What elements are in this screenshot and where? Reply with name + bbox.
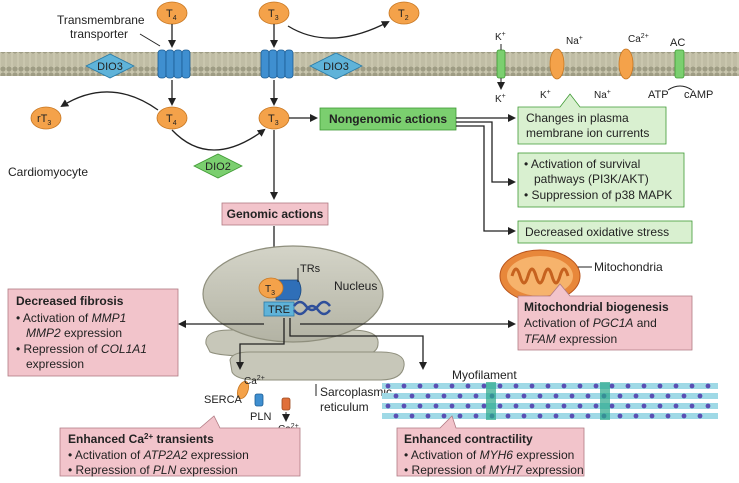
svg-text:T4: T4 <box>166 8 177 22</box>
biogenesis-box: Mitochondrial biogenesis Activation of P… <box>517 283 693 351</box>
svg-text:membrane ion currents: membrane ion currents <box>526 126 649 140</box>
t4-intracellular: T4 <box>156 106 188 130</box>
myofilament <box>382 382 718 420</box>
adenylyl-cyclase: AC ATP cAMP <box>648 37 713 101</box>
nongenomic-title: Nongenomic actions <box>329 112 447 126</box>
svg-text:ATP: ATP <box>648 89 669 101</box>
calcium-transients-box: Enhanced Ca2+ transients • Activation of… <box>59 415 301 477</box>
svg-text:Mitochondrial biogenesis: Mitochondrial biogenesis <box>524 300 669 314</box>
ion-currents-box: Changes in plasma membrane ion currents <box>517 93 667 145</box>
svg-text:TFAM expression: TFAM expression <box>524 332 617 346</box>
svg-text:T3: T3 <box>268 8 279 22</box>
svg-text:expression: expression <box>26 357 84 371</box>
k-channel: K+ K+ <box>495 31 506 105</box>
svg-text:Decreased oxidative stress: Decreased oxidative stress <box>525 225 669 239</box>
svg-text:K+: K+ <box>495 93 506 105</box>
svg-text:Enhanced contractility: Enhanced contractility <box>404 432 533 446</box>
dna-helix <box>293 300 331 316</box>
t2-extracellular: T2 <box>388 1 420 25</box>
svg-text:TRE: TRE <box>268 304 290 316</box>
cell-label: Cardiomyocyte <box>8 165 88 179</box>
svg-text:AC: AC <box>670 37 685 49</box>
dio2-enzyme: DIO2 <box>193 153 243 179</box>
mitochondria-label: Mitochondria <box>594 260 663 274</box>
svg-text:• Repression of COL1A1: • Repression of COL1A1 <box>16 342 147 356</box>
svg-text:DIO2: DIO2 <box>205 161 231 173</box>
nongenomic-actions-box <box>319 107 457 131</box>
svg-text:• Repression of PLN expression: • Repression of PLN expression <box>68 463 238 477</box>
survival-box: • Activation of survival pathways (PI3K/… <box>517 152 685 208</box>
arrow-t4-to-rt3 <box>60 91 159 111</box>
t3-intracellular: T3 <box>258 106 290 130</box>
transporter-pointer <box>139 33 161 47</box>
rt3-intracellular: rT3 <box>30 106 62 130</box>
arrow-to-calcium <box>236 318 285 370</box>
arrow-to-survival <box>456 121 516 186</box>
svg-text:Na+: Na+ <box>594 89 611 101</box>
svg-text:Decreased fibrosis: Decreased fibrosis <box>16 294 124 308</box>
svg-text:T4: T4 <box>166 113 177 127</box>
fibrosis-box: Decreased fibrosis • Activation of MMP1 … <box>7 288 179 377</box>
svg-text:MMP2 expression: MMP2 expression <box>26 326 122 340</box>
svg-text:DIO3: DIO3 <box>97 61 123 73</box>
arrow-t4-to-t3 <box>171 128 266 151</box>
svg-text:• Activation of ATP2A2 express: • Activation of ATP2A2 expression <box>68 448 249 462</box>
pln-protein <box>254 393 264 407</box>
svg-text:rT3: rT3 <box>37 113 51 127</box>
svg-text:K+: K+ <box>540 89 551 101</box>
svg-text:Ca2+: Ca2+ <box>628 33 649 45</box>
myofilament-label: Myofilament <box>452 368 517 382</box>
genomic-title: Genomic actions <box>227 207 324 221</box>
na-ca-exchanger: Ca2+ Na+ <box>594 33 649 101</box>
nucleus-label: Nucleus <box>334 279 377 293</box>
svg-text:DIO3: DIO3 <box>323 61 349 73</box>
transmembrane-transporter-2 <box>260 49 294 79</box>
svg-text:Activation of PGC1A and: Activation of PGC1A and <box>524 316 657 330</box>
ryanodine-channel <box>281 397 291 422</box>
serca-pump <box>236 380 250 400</box>
svg-text:pathways (PI3K/AKT): pathways (PI3K/AKT) <box>534 172 649 186</box>
arrow-to-oxidative <box>456 125 516 235</box>
svg-text:T3: T3 <box>268 113 279 127</box>
transporter-label-line2: transporter <box>70 27 128 41</box>
na-k-exchanger: Na+ K+ <box>540 35 583 101</box>
svg-text:• Suppression of p38 MAPK: • Suppression of p38 MAPK <box>524 188 672 202</box>
svg-text:T3: T3 <box>265 284 275 297</box>
t3-bound: T3 <box>258 277 284 299</box>
svg-text:• Activation of survival: • Activation of survival <box>524 157 640 171</box>
pln-label: PLN <box>250 411 271 423</box>
t3-extracellular: T3 <box>258 1 290 25</box>
ca-label-serca: Ca2+ <box>244 375 265 387</box>
contractility-box: Enhanced contractility • Activation of M… <box>396 415 585 477</box>
svg-text:K+: K+ <box>495 31 506 43</box>
svg-text:Enhanced Ca2+ transients: Enhanced Ca2+ transients <box>68 432 214 446</box>
dio3-enzyme-left: DIO3 <box>85 53 135 79</box>
oxidative-stress-box: Decreased oxidative stress <box>517 220 693 244</box>
svg-text:• Repression of MYH7 expressio: • Repression of MYH7 expression <box>404 463 584 477</box>
svg-text:• Activation of MMP1: • Activation of MMP1 <box>16 311 126 325</box>
transmembrane-transporter-1 <box>157 49 191 79</box>
tre-element: TRE <box>263 301 295 317</box>
svg-text:Changes in plasma: Changes in plasma <box>526 111 629 125</box>
t4-extracellular: T4 <box>156 1 188 25</box>
sr-label-line2: reticulum <box>320 400 369 414</box>
trs-label: TRs <box>300 263 321 275</box>
serca-label: SERCA <box>204 394 243 406</box>
arrow-t3-to-t2 <box>287 21 390 39</box>
sr-label-line1: Sarcoplasmic <box>320 385 392 399</box>
transporter-label-line1: Transmembrane <box>57 13 145 27</box>
dio3-enzyme-right: DIO3 <box>309 52 363 80</box>
arrow-to-contractility <box>289 318 427 370</box>
svg-text:cAMP: cAMP <box>684 89 713 101</box>
genomic-actions-box <box>221 202 329 226</box>
svg-text:Na+: Na+ <box>566 35 583 47</box>
svg-text:• Activation of MYH6 expressio: • Activation of MYH6 expression <box>404 448 574 462</box>
svg-text:T2: T2 <box>398 8 409 22</box>
